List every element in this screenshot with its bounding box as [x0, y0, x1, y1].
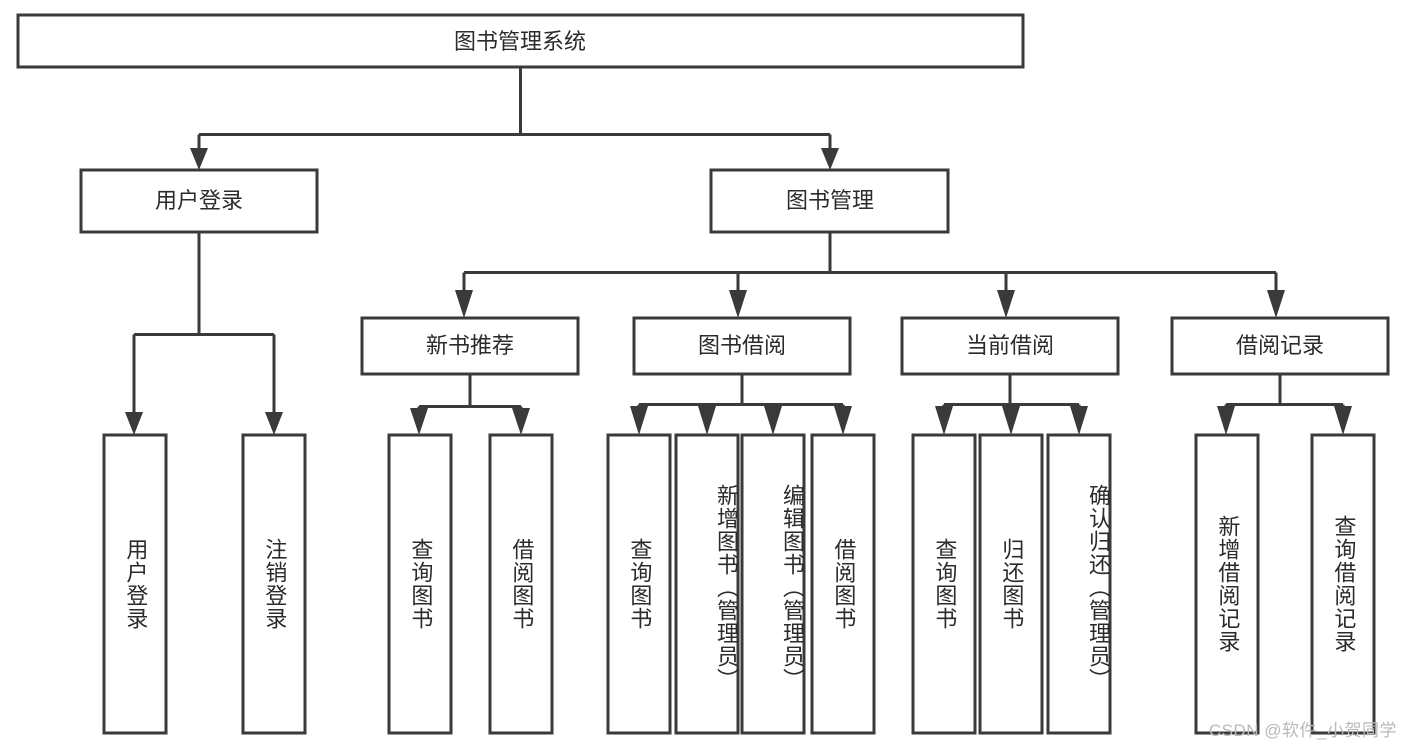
leaf-book-borrow-3[interactable]	[810, 433, 876, 735]
leaf-borrow-record-0[interactable]	[1194, 433, 1260, 735]
leaf-current-borrow-1[interactable]	[978, 433, 1044, 735]
arrow-head-login	[190, 148, 208, 170]
label-current-borrow: 当前借阅	[966, 333, 1054, 358]
label-book-borrow: 图书借阅	[698, 333, 786, 358]
label-user-login: 用户登录	[155, 188, 243, 213]
connector-group-book-manage	[455, 232, 1285, 318]
arrow-head-borrow-l1	[630, 406, 648, 435]
connector-group-book-borrow	[630, 374, 852, 435]
label-book-manage: 图书管理	[786, 188, 874, 213]
arrow-head-borrow-l3	[764, 406, 782, 435]
arrow-head-current-l2	[1002, 406, 1020, 435]
leaf-borrow-record-1[interactable]	[1310, 433, 1376, 735]
leaf-new-book-0[interactable]	[387, 433, 453, 735]
node-borrow-record[interactable]	[1170, 316, 1390, 376]
node-current-borrow[interactable]	[900, 316, 1120, 376]
label-root: 图书管理系统	[454, 29, 586, 54]
node-book-borrow[interactable]	[632, 316, 852, 376]
arrow-head-record-l2	[1334, 406, 1352, 435]
label-borrow-record: 借阅记录	[1236, 333, 1324, 358]
connector-group-borrow-record	[1217, 374, 1352, 435]
arrow-head-c2	[729, 290, 747, 318]
arrow-head-c4	[1267, 290, 1285, 318]
node-root[interactable]	[16, 13, 1025, 69]
arrow-head-current-l1	[935, 406, 953, 435]
leaf-user-login-1[interactable]	[241, 433, 307, 735]
connector-group-user-login	[125, 232, 283, 435]
leaf-new-book-1[interactable]	[488, 433, 554, 735]
connector-group-new-book	[410, 374, 530, 435]
leaf-current-borrow-0[interactable]	[911, 433, 977, 735]
label-new-book-recommend: 新书推荐	[426, 333, 514, 358]
arrow-head-newbook-l2	[512, 408, 530, 435]
connector-group-current-borrow	[935, 374, 1088, 435]
connector-group-root	[190, 67, 839, 170]
watermark-text: CSDN @软件_小贺同学	[1208, 721, 1397, 740]
arrow-head-c3	[997, 290, 1015, 318]
leaf-book-borrow-2[interactable]	[740, 433, 806, 735]
arrow-head-manage	[821, 148, 839, 170]
leaf-current-borrow-2[interactable]	[1046, 433, 1112, 735]
arrow-head-borrow-l2	[698, 406, 716, 435]
arrow-head-current-l3	[1070, 406, 1088, 435]
leaf-user-login-0[interactable]	[102, 433, 168, 735]
leaf-book-borrow-0[interactable]	[606, 433, 672, 735]
arrow-head-borrow-l4	[834, 406, 852, 435]
arrow-head-record-l1	[1217, 406, 1235, 435]
leaf-book-borrow-1[interactable]	[674, 433, 740, 735]
arrow-head-login-leaf2	[265, 412, 283, 435]
arrow-head-login-leaf1	[125, 412, 143, 435]
arrow-head-c1	[455, 290, 473, 318]
arrow-head-newbook-l1	[410, 408, 428, 435]
node-new-book-recommend[interactable]	[360, 316, 580, 376]
node-user-login[interactable]	[79, 168, 319, 234]
node-book-manage[interactable]	[709, 168, 950, 234]
